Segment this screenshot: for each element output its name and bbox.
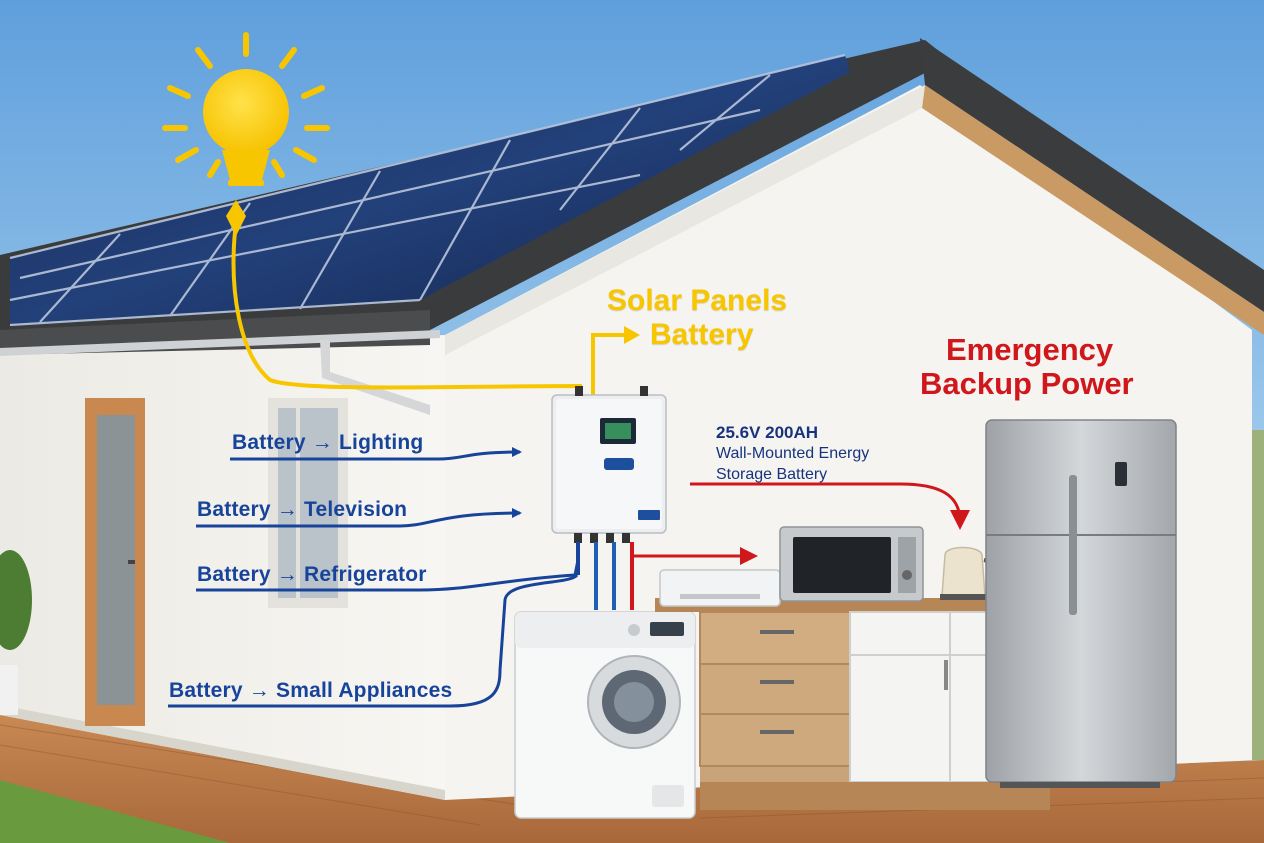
potted-plant — [0, 550, 32, 715]
window — [268, 398, 348, 608]
washing-machine — [514, 611, 696, 819]
battery-label: Battery — [650, 318, 754, 351]
solar-input-arrow — [226, 200, 246, 236]
solar-panel-array — [9, 53, 850, 327]
battery-spec: 25.6V 200AH Wall-Mounted Energy Storage … — [716, 422, 869, 485]
emergency-title-line1: Emergency — [946, 332, 1114, 367]
solar-output-arrow — [624, 326, 640, 344]
inverter-cables — [576, 542, 634, 610]
downpipe — [320, 340, 430, 415]
gable-edge — [445, 85, 925, 355]
wooden-fascia — [922, 85, 1264, 335]
solar-panels-label: Solar Panels — [607, 284, 788, 317]
battery-spec-voltage: 25.6V 200AH — [716, 423, 819, 442]
flow-label-refrigerator: Battery → Refrigerator — [197, 563, 427, 586]
blue-flow-lines — [168, 447, 580, 708]
microwave — [779, 526, 924, 602]
battery-spec-type: Wall-Mounted Energy — [716, 445, 870, 462]
solar-input-line — [231, 221, 582, 400]
flow-label-small-appliances: Battery → Small Appliances — [169, 679, 453, 702]
door — [85, 398, 145, 726]
emergency-title-line2: Backup Power — [920, 366, 1134, 401]
fridge-arrow — [950, 510, 970, 530]
flow-label-television: Battery → Television — [197, 498, 408, 521]
right-roof-slope — [920, 38, 1264, 312]
sun-lightbulb-icon — [162, 32, 330, 186]
solar-output-line — [591, 333, 625, 398]
wall-base-trim — [0, 705, 445, 800]
gutter — [0, 330, 440, 356]
battery-inverter — [551, 386, 667, 543]
refrigerator — [985, 419, 1177, 788]
battery-spec-type-2: Storage Battery — [716, 466, 828, 483]
flow-label-lighting: Battery → Lighting — [232, 431, 424, 454]
toaster — [659, 569, 781, 607]
appliance-arrow — [740, 547, 758, 565]
